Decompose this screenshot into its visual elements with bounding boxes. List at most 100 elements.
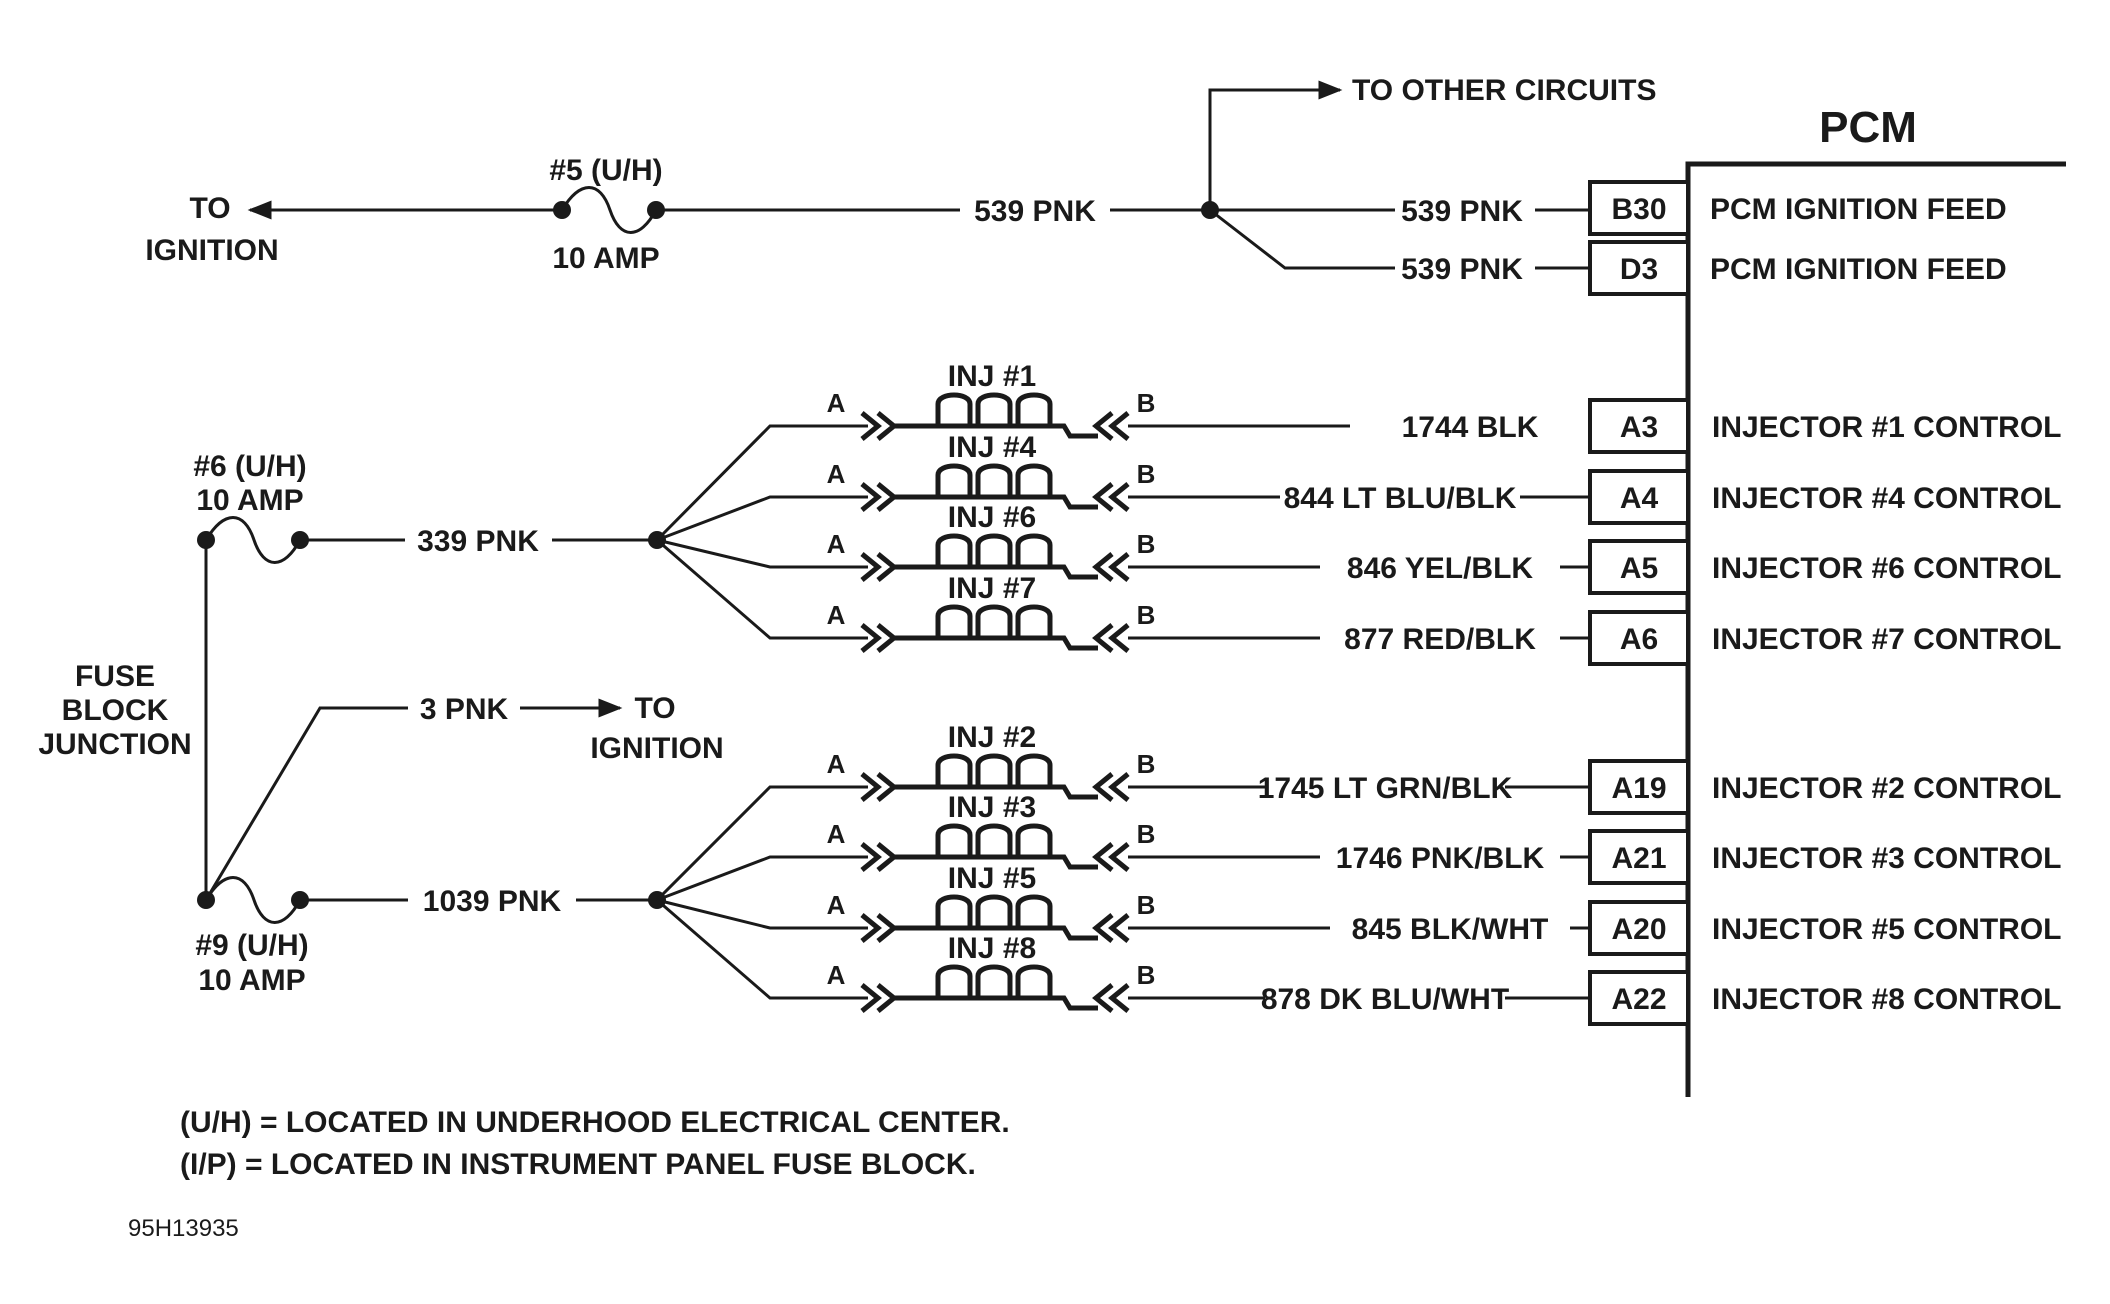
injector-name: INJ #6 bbox=[948, 501, 1036, 534]
connector-b-label: B bbox=[1137, 459, 1156, 489]
pcm-pin-b30: B30 bbox=[1588, 180, 1690, 236]
pcm-pin-desc: INJECTOR #4 CONTROL bbox=[1712, 482, 2062, 515]
injector-coil-icon bbox=[935, 894, 1058, 931]
pcm-pin: A5 bbox=[1588, 539, 1690, 595]
fuse-9-label: #9 (U/H) bbox=[195, 929, 308, 962]
fuse-block-line3: JUNCTION bbox=[38, 728, 191, 761]
connector-b-label: B bbox=[1137, 819, 1156, 849]
fuse-block-line1: FUSE bbox=[75, 660, 155, 693]
fuse-5 bbox=[553, 186, 665, 234]
injector-coil-icon bbox=[935, 753, 1058, 790]
connector-a-label: A bbox=[827, 600, 846, 630]
injector-name: INJ #1 bbox=[948, 360, 1036, 393]
pcm-label: PCM bbox=[1819, 103, 1917, 152]
svg-text:B30: B30 bbox=[1611, 193, 1666, 226]
pcm-pin-label: A6 bbox=[1620, 623, 1658, 656]
injector-name: INJ #3 bbox=[948, 791, 1036, 824]
pcm-pin: A20 bbox=[1588, 900, 1690, 956]
pcm-pin-label: A4 bbox=[1620, 482, 1659, 515]
wire-539-b30: 539 PNK bbox=[1401, 195, 1523, 228]
fuse-9-amp: 10 AMP bbox=[198, 964, 305, 997]
pcm-pin: A3 bbox=[1588, 398, 1690, 454]
pcm-pin-desc: INJECTOR #3 CONTROL bbox=[1712, 842, 2062, 875]
connector-b-label: B bbox=[1137, 529, 1156, 559]
connector-b-label: B bbox=[1137, 960, 1156, 990]
pcm-pin-desc: INJECTOR #1 CONTROL bbox=[1712, 411, 2062, 444]
wire-3-pnk: 3 PNK bbox=[420, 693, 509, 726]
connector-b-icon bbox=[1092, 842, 1130, 872]
pcm-pin: A6 bbox=[1588, 610, 1690, 666]
circuit-wire-label: 1746 PNK/BLK bbox=[1336, 842, 1545, 875]
pcm-pin: A4 bbox=[1588, 469, 1690, 525]
connector-b-icon bbox=[1092, 552, 1130, 582]
pcm-pin-label: A5 bbox=[1620, 552, 1658, 585]
pcm-pin-b30-desc: PCM IGNITION FEED bbox=[1710, 193, 2007, 226]
pcm-pin-d3: D3 bbox=[1588, 240, 1690, 296]
injector-coil-icon bbox=[935, 823, 1058, 860]
ignition-feed-circuit: TO IGNITION #5 (U/H) 10 AMP 539 PNK TO O… bbox=[145, 74, 2007, 296]
fuse-5-amp: 10 AMP bbox=[552, 242, 659, 275]
circuit-wire-label: 878 DK BLU/WHT bbox=[1261, 983, 1509, 1016]
injector-rows: A INJ #1 B 1744 BLK A3 INJECTOR #1 CONTROL A IN… bbox=[655, 360, 2062, 1026]
connector-a-label: A bbox=[827, 529, 846, 559]
pcm-pin: A19 bbox=[1588, 759, 1690, 815]
pcm-pin-desc: INJECTOR #8 CONTROL bbox=[1712, 983, 2062, 1016]
pcm-pin-label: A19 bbox=[1611, 772, 1666, 805]
legend-uh: (U/H) = LOCATED IN UNDERHOOD ELECTRICAL … bbox=[180, 1106, 1010, 1139]
fuse-6-label: #6 (U/H) bbox=[193, 450, 306, 483]
fuse-block-line2: BLOCK bbox=[62, 694, 169, 727]
connector-b-label: B bbox=[1137, 600, 1156, 630]
branch-3-pnk: 3 PNK TO IGNITION bbox=[204, 692, 724, 901]
injector-name: INJ #8 bbox=[948, 932, 1036, 965]
figure-id: 95H13935 bbox=[128, 1215, 239, 1242]
pcm-pin-label: A22 bbox=[1611, 983, 1666, 1016]
connector-b-icon bbox=[1092, 623, 1130, 653]
injector-row: A INJ #1 B 1744 BLK A3 INJECTOR #1 CONTROL bbox=[655, 360, 2062, 542]
injector-coil-icon bbox=[935, 463, 1058, 500]
pcm-pin-label: A21 bbox=[1611, 842, 1666, 875]
circuit-wire-label: 1745 LT GRN/BLK bbox=[1258, 772, 1513, 805]
fuse-5-label: #5 (U/H) bbox=[549, 154, 662, 187]
to-ignition-label-1: TO bbox=[189, 192, 230, 225]
to-other-circuits-label: TO OTHER CIRCUITS bbox=[1352, 74, 1656, 107]
connector-a-label: A bbox=[827, 749, 846, 779]
injector-name: INJ #7 bbox=[948, 572, 1036, 605]
injector-name: INJ #4 bbox=[948, 431, 1037, 464]
injector-coil-icon bbox=[935, 604, 1058, 641]
injector-row: A INJ #4 B 844 LT BLU/BLK A4 INJECTOR #4 CONT… bbox=[656, 431, 2062, 542]
branch-ignition-label: IGNITION bbox=[590, 732, 723, 765]
connector-b-label: B bbox=[1137, 388, 1156, 418]
connector-b-label: B bbox=[1137, 749, 1156, 779]
connector-b-icon bbox=[1092, 411, 1130, 441]
connector-b-icon bbox=[1092, 772, 1130, 802]
pcm-pin-label: A3 bbox=[1620, 411, 1658, 444]
connector-b-icon bbox=[1092, 983, 1130, 1013]
pcm-pin-desc: INJECTOR #7 CONTROL bbox=[1712, 623, 2062, 656]
pcm-pin-d3-desc: PCM IGNITION FEED bbox=[1710, 253, 2007, 286]
injector-coil-icon bbox=[935, 392, 1058, 429]
connector-b-icon bbox=[1092, 913, 1130, 943]
circuit-wire-label: 1744 BLK bbox=[1402, 411, 1539, 444]
injector-name: INJ #5 bbox=[948, 862, 1036, 895]
pcm-pin-desc: INJECTOR #5 CONTROL bbox=[1712, 913, 2062, 946]
legend-ip: (I/P) = LOCATED IN INSTRUMENT PANEL FUSE… bbox=[180, 1148, 976, 1181]
pcm-pin: A22 bbox=[1588, 970, 1690, 1026]
pcm-pin-label: A20 bbox=[1611, 913, 1666, 946]
wire-1039-pnk: 1039 PNK bbox=[423, 885, 562, 918]
circuit-wire-label: 845 BLK/WHT bbox=[1352, 913, 1549, 946]
fuse-6-amp: 10 AMP bbox=[196, 484, 303, 517]
injector-coil-icon bbox=[935, 964, 1058, 1001]
fuse-6 bbox=[197, 516, 309, 564]
circuit-wire-label: 844 LT BLU/BLK bbox=[1284, 482, 1517, 515]
pcm-pin: A21 bbox=[1588, 829, 1690, 885]
wire-539-main: 539 PNK bbox=[974, 195, 1096, 228]
pcm-pin-desc: INJECTOR #2 CONTROL bbox=[1712, 772, 2062, 805]
connector-a-label: A bbox=[827, 459, 846, 489]
